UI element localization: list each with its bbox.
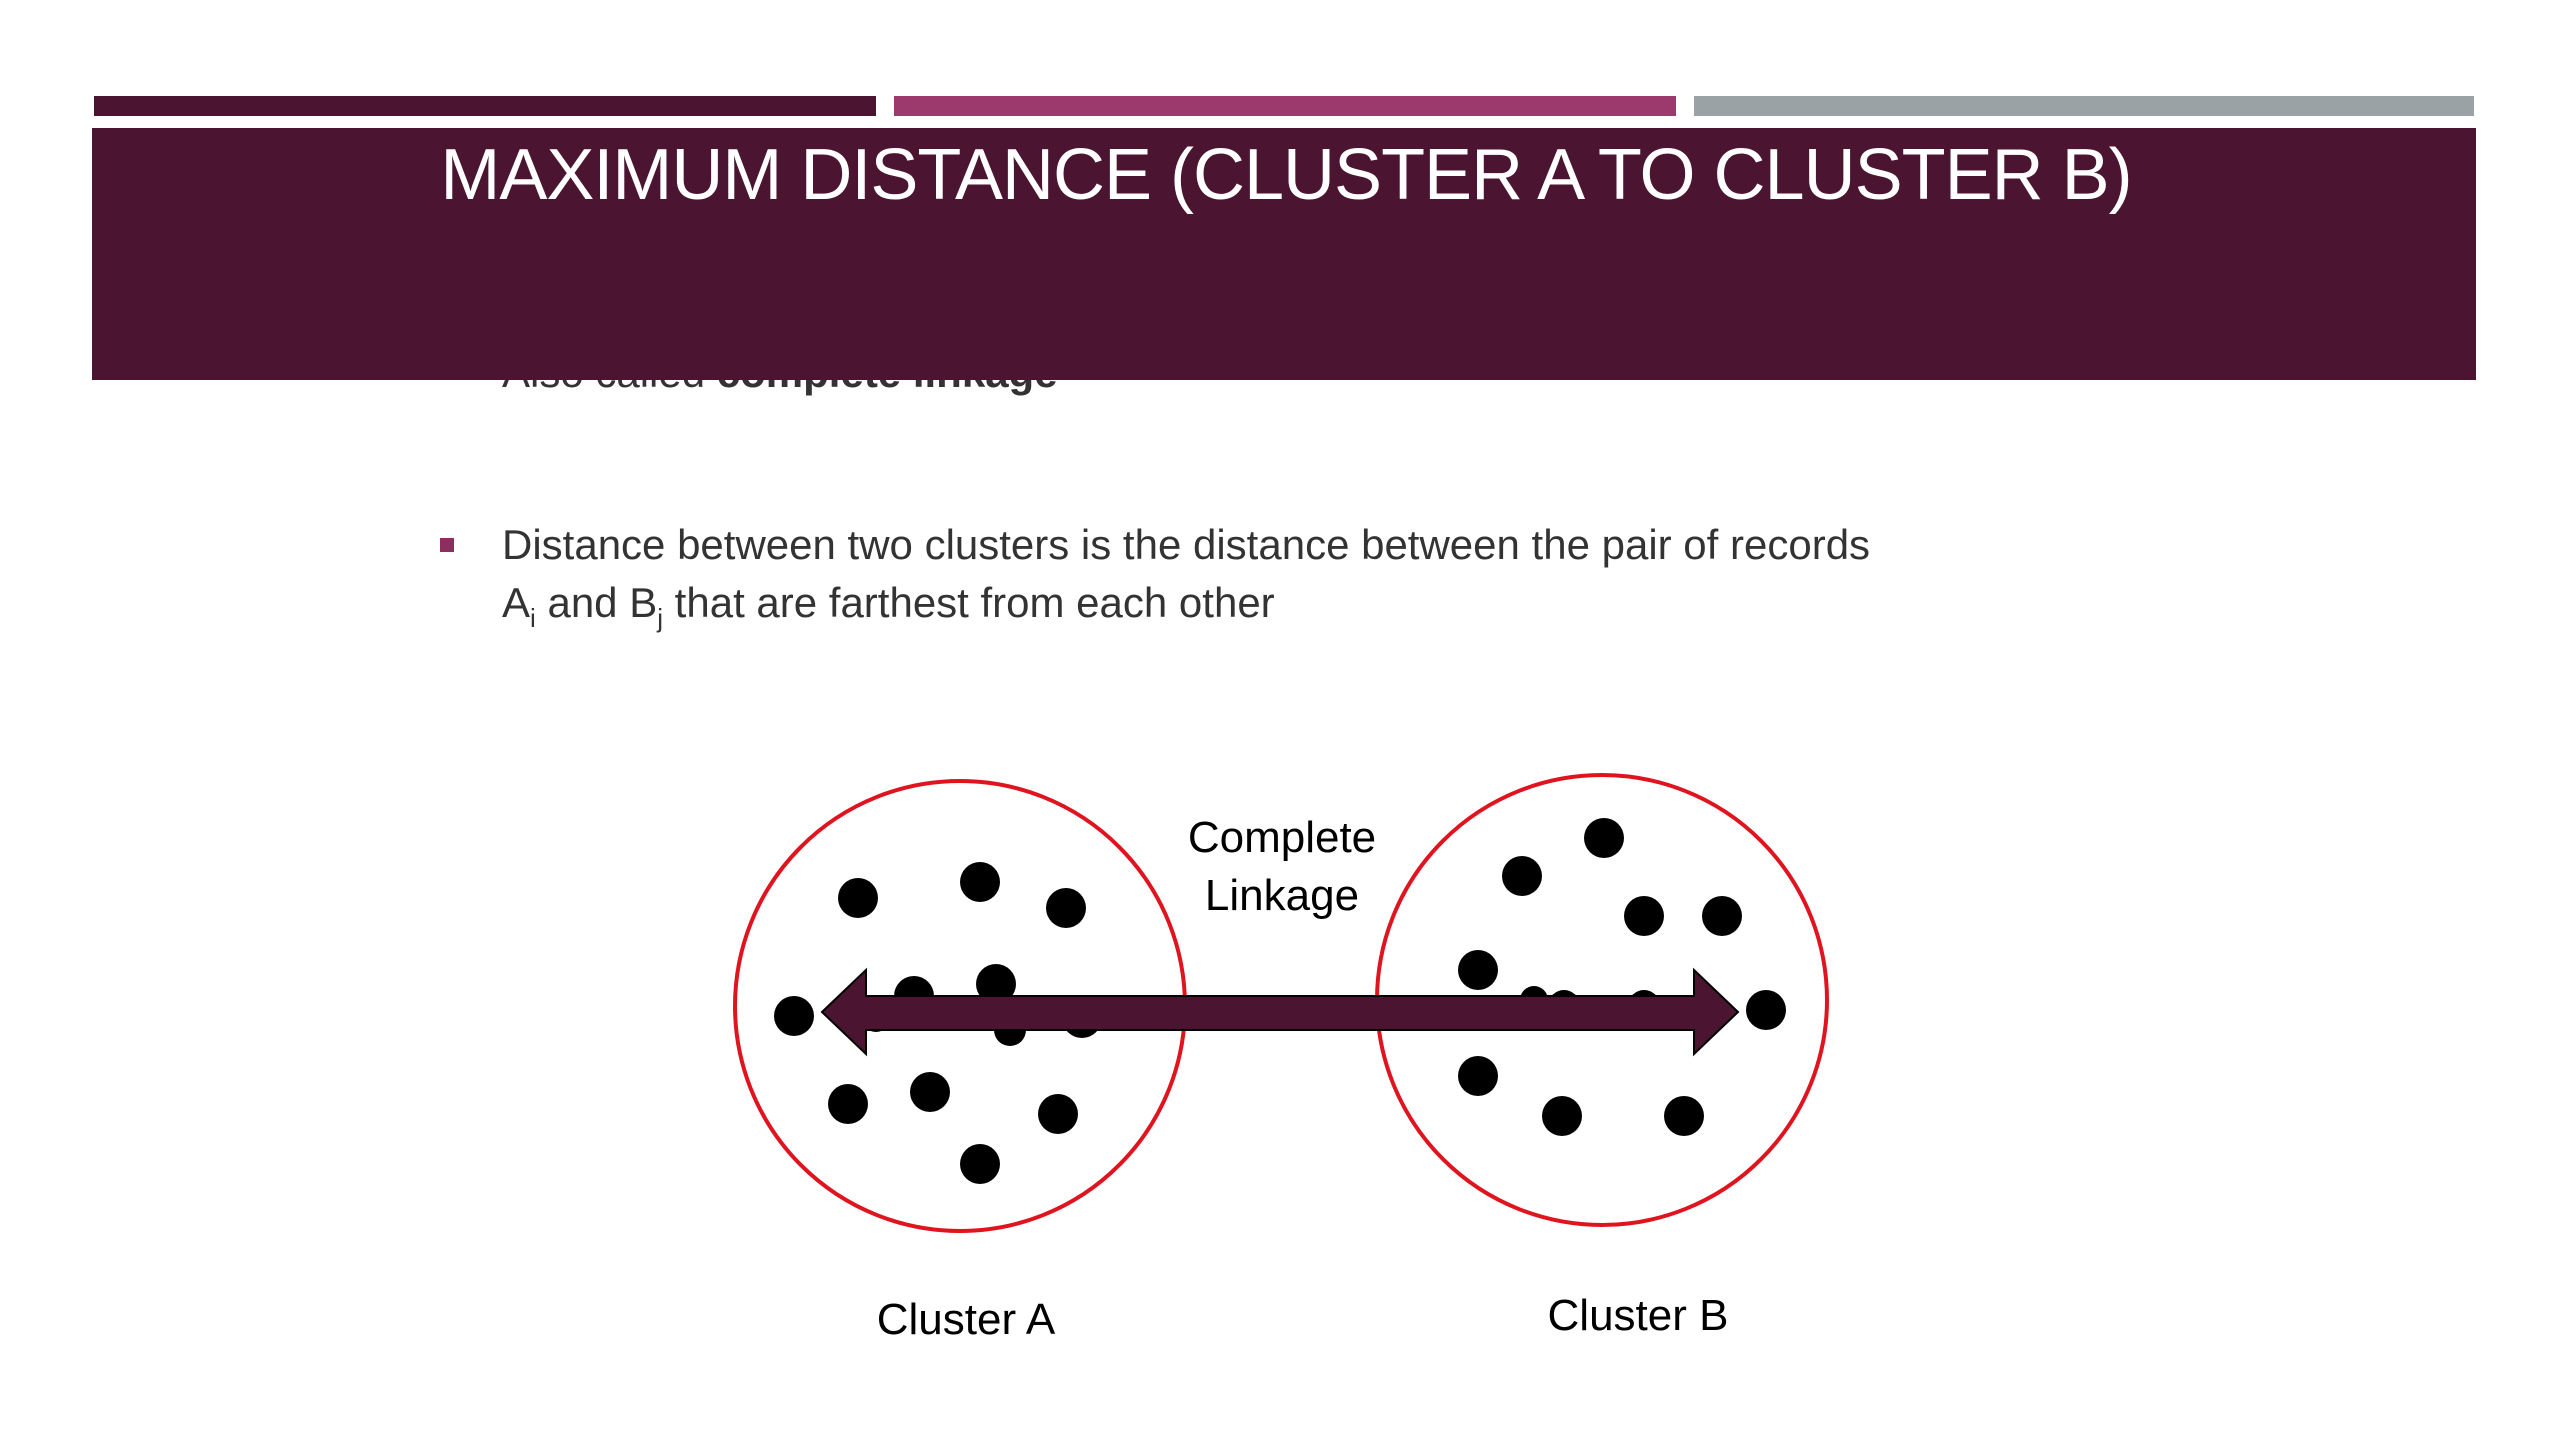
cluster-a-point — [960, 1144, 1000, 1184]
slide-title: MAXIMUM DISTANCE (CLUSTER A TO CLUSTER B… — [440, 135, 2132, 215]
title-band: MAXIMUM DISTANCE (CLUSTER A TO CLUSTER B… — [92, 128, 2476, 380]
bullet-marker-icon — [440, 538, 454, 552]
accent-bar-dark — [94, 96, 876, 116]
bullet-line-1: Distance between two clusters is the dis… — [502, 521, 1871, 568]
and-text: and — [535, 579, 630, 626]
cluster-a-point — [1046, 888, 1086, 928]
arrow-label-line-2: Linkage — [1205, 871, 1359, 920]
cluster-a-point — [828, 1084, 868, 1124]
cluster-b-point — [1458, 1056, 1498, 1096]
double-headed-arrow-icon — [820, 967, 1740, 1057]
bullet-line-2-tail: that are farthest from each other — [663, 579, 1275, 626]
cluster-b-point — [1584, 818, 1624, 858]
accent-bar-gray — [1694, 96, 2474, 116]
cluster-b-point — [1664, 1096, 1704, 1136]
bullet-text: Distance between two clusters is the dis… — [502, 516, 1870, 632]
cluster-b-point — [1746, 990, 1786, 1030]
cluster-b-points — [1458, 818, 1786, 1136]
cluster-b-point — [1458, 950, 1498, 990]
cluster-b-point — [1502, 856, 1542, 896]
cluster-b-point — [1542, 1096, 1582, 1136]
cluster-a-label: Cluster A — [877, 1295, 1056, 1344]
cluster-a-point — [838, 878, 878, 918]
cluster-b-label: Cluster B — [1548, 1291, 1729, 1340]
accent-bar-magenta — [894, 96, 1676, 116]
cluster-a-point — [774, 996, 814, 1036]
arrow-label-line-1: Complete — [1188, 813, 1376, 862]
cluster-b-point — [1702, 896, 1742, 936]
cluster-a-point — [910, 1072, 950, 1112]
cluster-a-point — [1038, 1094, 1078, 1134]
record-b-subscript: j — [657, 603, 664, 633]
record-a-subscript: i — [530, 603, 536, 633]
cluster-b-point — [1624, 896, 1664, 936]
bullet-line-2: Ai and Bj that are farthest from each ot… — [502, 574, 1870, 632]
record-a-letter: A — [502, 579, 531, 626]
cluster-a-point — [960, 862, 1000, 902]
record-b-letter: B — [629, 579, 658, 626]
cluster-a-point — [976, 964, 1016, 1004]
